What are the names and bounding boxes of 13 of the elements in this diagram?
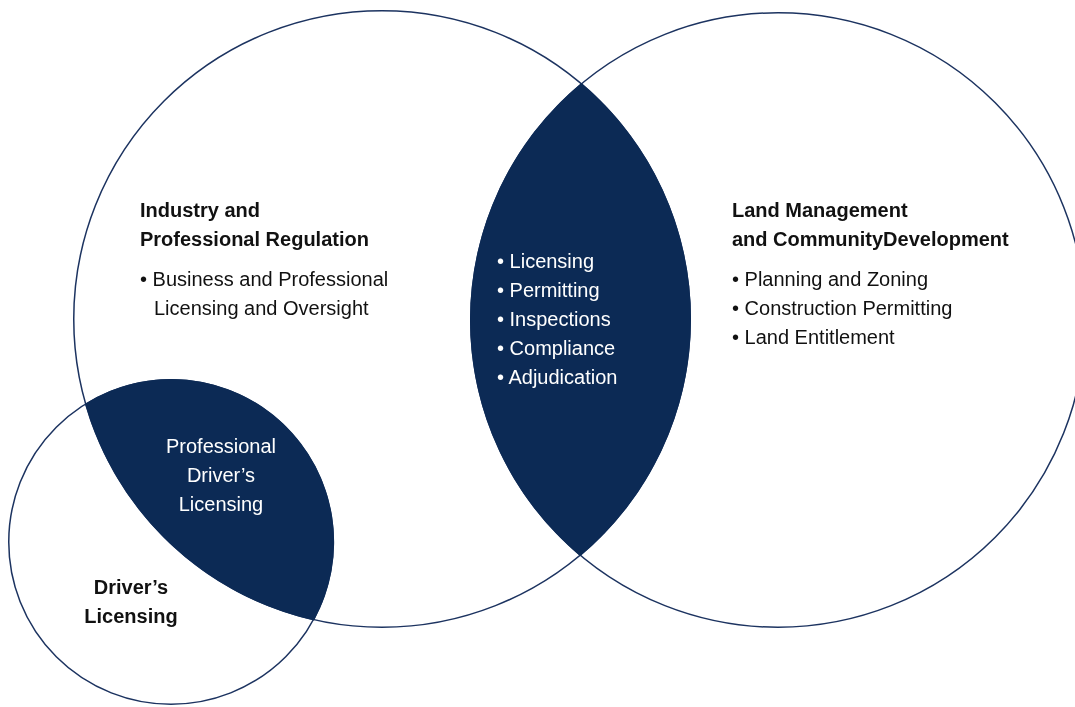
bullet-item: • Construction Permitting <box>732 296 954 321</box>
region-label: Professional Driver’s Licensing <box>164 434 277 517</box>
bullet-item: • Permitting <box>497 278 600 303</box>
bullet-item: • Planning and Zoning <box>732 267 930 292</box>
bullet-item: • Licensing <box>497 249 595 274</box>
bullet-item: • Compliance <box>497 336 616 361</box>
heading: Driver’s Licensing <box>83 575 179 629</box>
heading: Industry and Professional Regulation <box>140 198 370 252</box>
heading: Land Management and CommunityDevelopment <box>732 198 1010 252</box>
bullet-item: • Business and Professional Licensing and Oversight <box>140 267 390 321</box>
bullet-item: • Land Entitlement <box>732 325 896 350</box>
bullet-item: • Adjudication <box>497 365 618 390</box>
bullet-item: • Inspections <box>497 307 611 332</box>
